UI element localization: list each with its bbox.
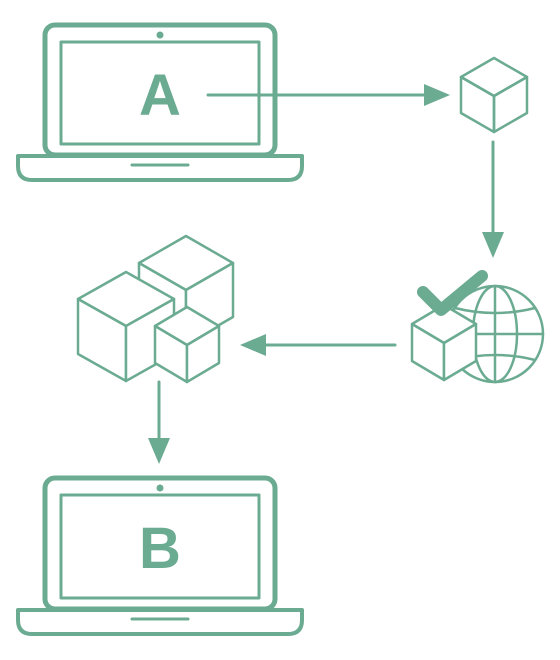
verified-globe: [410, 270, 545, 384]
cube-checkmark-globe-icon: [410, 270, 545, 384]
laptop-b-label: B: [139, 516, 181, 581]
down-arrow-icon: [148, 380, 170, 464]
laptop-b: B: [16, 475, 304, 636]
cube-cluster: [76, 234, 235, 384]
laptop-a: A: [16, 22, 304, 182]
laptop-icon: [16, 475, 304, 636]
down-arrow-icon: [482, 140, 504, 258]
right-arrow-icon: [206, 84, 450, 106]
cube-icon: [410, 303, 478, 382]
left-arrow-icon: [240, 334, 397, 356]
laptop-icon: [16, 22, 304, 182]
checkmark-icon: [417, 270, 488, 316]
cubes-cluster-icon: [76, 234, 235, 384]
cube-icon: [459, 56, 529, 134]
laptop-a-label: A: [139, 63, 181, 128]
single-cube: [459, 56, 529, 134]
